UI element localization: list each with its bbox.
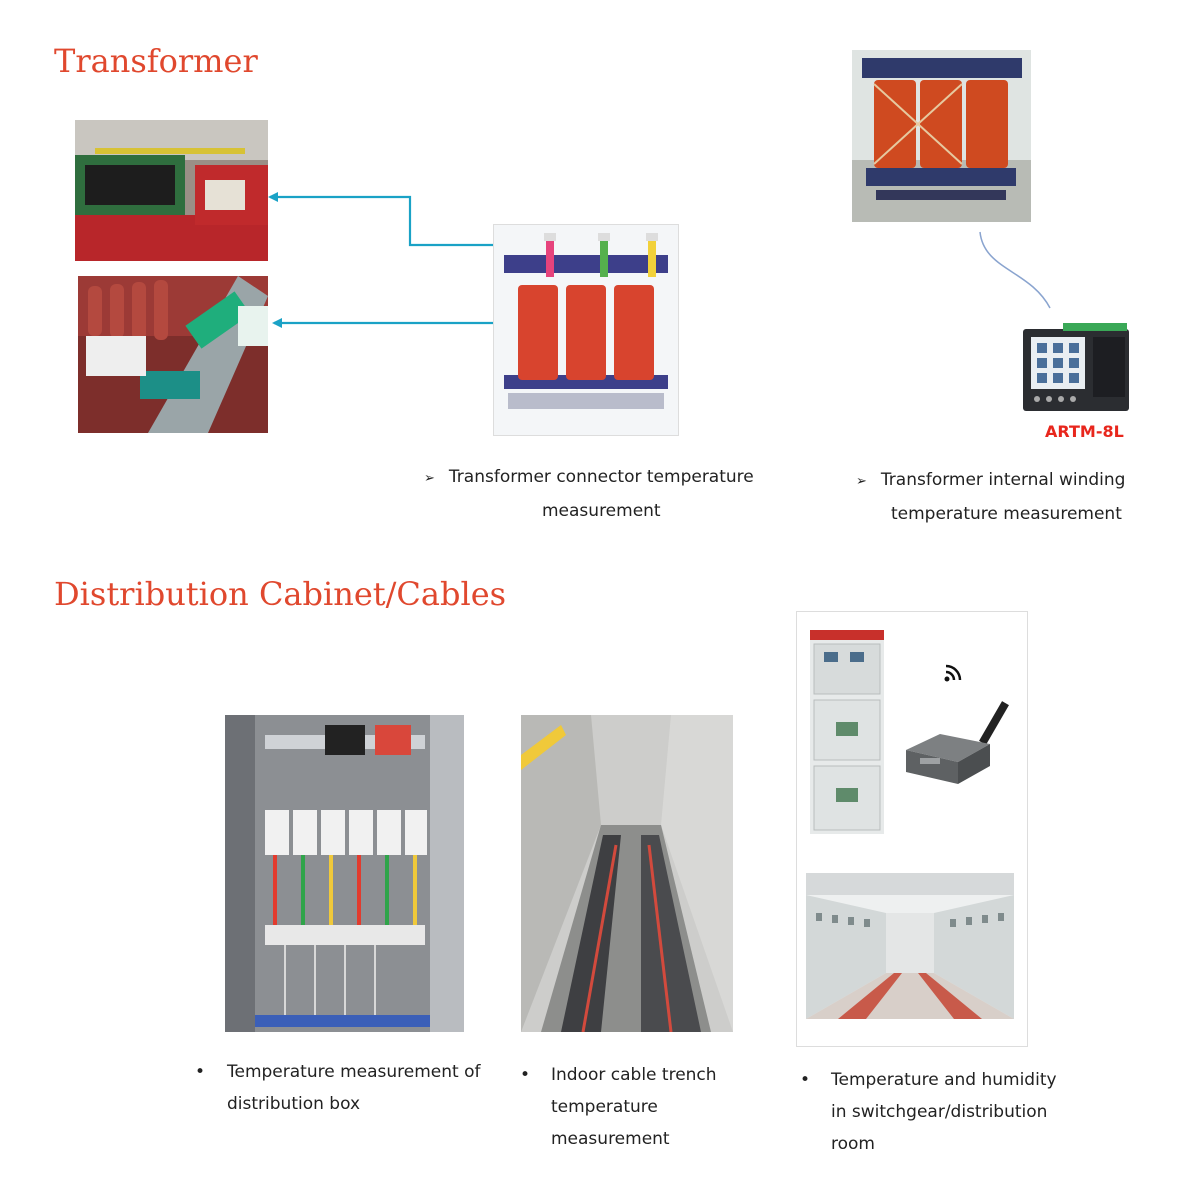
caption-line: Indoor cable trench bbox=[551, 1065, 717, 1085]
distribution-box-photo bbox=[225, 715, 464, 1032]
caption-marker: • bbox=[800, 1070, 811, 1090]
distribution-section-title: Distribution Cabinet/Cables bbox=[54, 575, 507, 613]
caption-line: measurement bbox=[551, 1129, 670, 1149]
connector-caption: ➢ Transformer connector temperature measu… bbox=[424, 461, 764, 527]
caption-line: Temperature and humidity bbox=[831, 1070, 1057, 1090]
switchgear-cabinet-image bbox=[810, 630, 884, 834]
dry-type-transformer-photo bbox=[493, 224, 679, 436]
caption-line: distribution box bbox=[227, 1094, 361, 1114]
transformer-section-title: Transformer bbox=[54, 42, 258, 80]
device-model-label: ARTM-8L bbox=[1045, 422, 1124, 441]
connector-arrows bbox=[268, 192, 548, 328]
caption-line: temperature measurement bbox=[891, 504, 1122, 524]
distribution-box-caption: • Temperature measurement of distribution… bbox=[195, 1056, 515, 1120]
cable-trench-photo bbox=[521, 715, 733, 1032]
caption-line: Transformer connector temperature bbox=[448, 467, 754, 487]
caption-marker: ➢ bbox=[856, 474, 867, 489]
caption-marker: • bbox=[195, 1062, 206, 1082]
caption-line: temperature bbox=[551, 1097, 658, 1117]
sensor-on-cable-photo bbox=[78, 276, 268, 433]
caption-marker: ➢ bbox=[424, 471, 435, 486]
artm-8l-device-image bbox=[1023, 323, 1129, 411]
switchgear-room-caption: • Temperature and humidity in switchgear/… bbox=[800, 1064, 1100, 1160]
transformer-winding-photo bbox=[852, 50, 1031, 222]
wireless-sensor-device-image bbox=[900, 700, 1014, 788]
caption-line: Transformer internal winding bbox=[880, 470, 1126, 490]
switchgear-room-photo bbox=[806, 873, 1014, 1019]
caption-marker: • bbox=[520, 1065, 531, 1085]
caption-line: measurement bbox=[542, 501, 661, 521]
connector-closeup-photo-top bbox=[75, 120, 268, 261]
wireless-signal-icon bbox=[942, 660, 966, 690]
caption-line: in switchgear/distribution bbox=[831, 1102, 1048, 1122]
winding-link-line bbox=[979, 231, 1051, 309]
winding-caption: ➢ Transformer internal winding temperatur… bbox=[856, 464, 1156, 530]
caption-line: Temperature measurement of bbox=[227, 1062, 481, 1082]
caption-line: room bbox=[831, 1134, 875, 1154]
cable-trench-caption: • Indoor cable trench temperature measure… bbox=[520, 1059, 760, 1155]
